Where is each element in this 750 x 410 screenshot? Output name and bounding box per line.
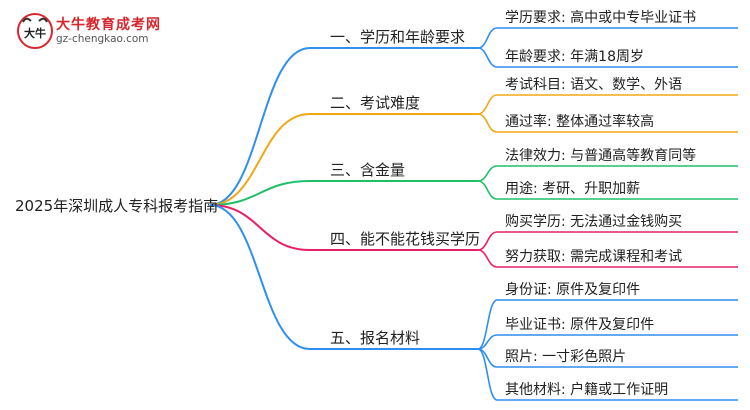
leaf-node: 用途: 考研、升职加薪 [505,180,640,197]
leaf-node: 努力获取: 需完成课程和考试 [505,249,682,265]
leaf-node: 年龄要求: 年满18周岁 [505,49,644,65]
leaf-node: 身份证: 原件及复印件 [505,281,640,298]
branch-node: 一、学历和年龄要求 [330,28,465,46]
branch-node: 五、报名材料 [330,329,420,347]
mindmap-labels: 2025年深圳成人专科报考指南 一、学历和年龄要求 学历要求: 高中或中专毕业证书年… [15,9,696,398]
branch-to-leaf-edge [477,113,498,133]
root-node: 2025年深圳成人专科报考指南 [15,197,218,215]
leaf-node: 其他材料: 户籍或工作证明 [505,381,668,398]
branch-to-leaf-edge [477,348,498,401]
branch-to-leaf-edge [477,249,498,268]
leaf-node: 考试科目: 语文、数学、外语 [505,77,682,93]
leaf-node: 照片: 一寸彩色照片 [505,348,626,365]
logo-title: 大牛教育成考网 [56,17,161,33]
bull-head-logo-icon: 大牛 [17,13,53,49]
root-to-branch-edge [209,180,311,206]
site-logo: 大牛 大牛教育成考网 gz-chengkao.com [16,12,166,52]
leaf-node: 购买学历: 无法通过金钱购买 [505,214,682,230]
logo-url: gz-chengkao.com [56,33,149,45]
root-to-branch-edge [209,204,311,350]
branch-to-leaf-edge [477,231,498,251]
branch-to-leaf-edge [477,47,498,68]
branch-node: 三、含金量 [330,161,405,179]
root-to-branch-edge [209,113,311,206]
branch-node: 二、考试难度 [330,94,420,112]
branch-node: 四、能不能花钱买学历 [330,230,480,248]
branch-to-leaf-edge [477,180,498,200]
root-to-branch-edge [209,204,311,251]
branch-to-leaf-edge [477,165,498,182]
root-to-branch-edge [209,47,311,206]
branch-to-leaf-edge [477,27,498,49]
logo-mark-text: 大牛 [24,26,46,40]
leaf-node: 毕业证书: 原件及复印件 [505,316,654,333]
leaf-node: 学历要求: 高中或中专毕业证书 [505,9,696,26]
branch-to-leaf-edge [477,94,498,115]
mindmap-edges [209,27,738,401]
branch-to-leaf-edge [477,299,498,350]
leaf-node: 通过率: 整体通过率较高 [505,113,654,130]
leaf-node: 法律效力: 与普通高等教育同等 [505,147,696,164]
